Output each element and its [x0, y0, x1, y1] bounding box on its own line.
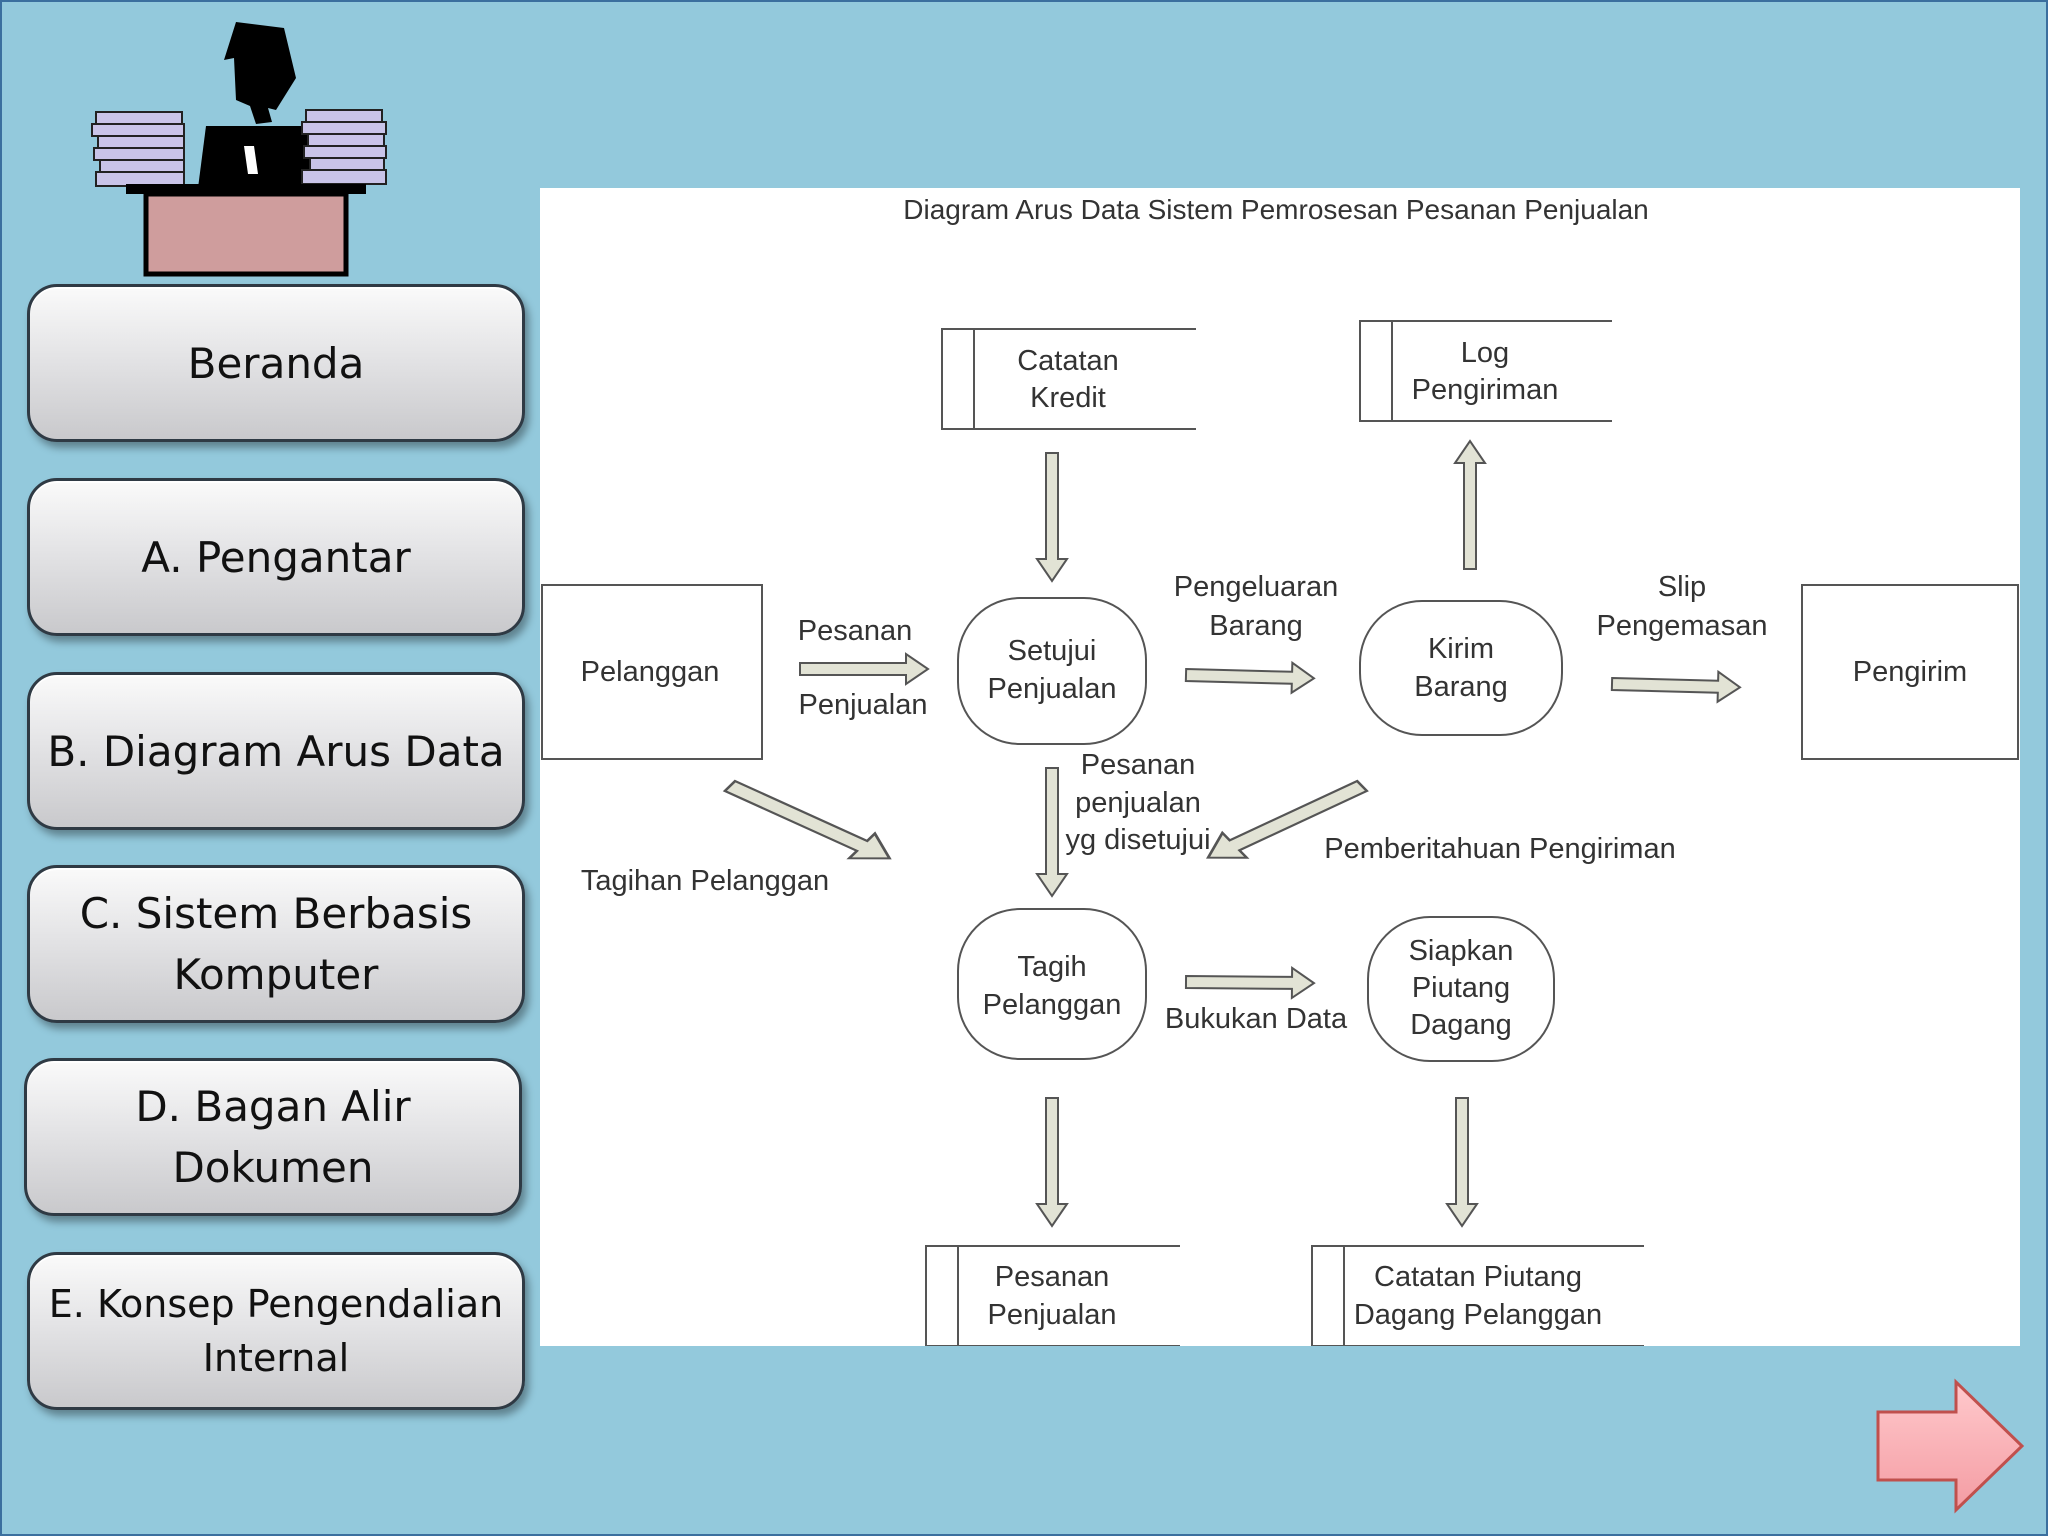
nav-button-pengantar[interactable]: A. Pengantar: [27, 478, 525, 636]
flow-label-pesanan-disetujui-2: penjualan: [1075, 787, 1201, 819]
entity-pengirim: Pengirim: [1801, 584, 2019, 760]
flow-label-pesanan-disetujui-3: yg disetujui: [1065, 824, 1210, 856]
arrow-pelanggan-to-setujui: [799, 653, 929, 685]
svg-text:Barang: Barang: [1414, 671, 1508, 703]
store-log-pengiriman: Log Pengiriman: [1359, 320, 1612, 422]
flow-label-tagihan-pelanggan: Tagihan Pelanggan: [581, 865, 829, 897]
entity-pelanggan: Pelanggan: [541, 584, 763, 760]
svg-text:Penjualan: Penjualan: [988, 673, 1117, 705]
svg-text:Catatan Piutang: Catatan Piutang: [1374, 1261, 1582, 1293]
process-kirim-barang: Kirim Barang: [1359, 600, 1563, 736]
arrow-kirim-to-log: [1454, 440, 1486, 570]
svg-text:Penjualan: Penjualan: [988, 1299, 1117, 1331]
data-flow-diagram: Diagram Arus Data Sistem Pemrosesan Pesa…: [540, 188, 2020, 1346]
nav-button-diagram-arus-data[interactable]: B. Diagram Arus Data: [27, 672, 525, 830]
arrow-tagih-to-siapkan: [1184, 966, 1316, 1000]
office-clerk-clipart: [91, 22, 387, 277]
flow-label-pengeluaran-barang-2: Barang: [1209, 610, 1303, 642]
arrow-catatan-kredit-to-setujui: [1036, 452, 1068, 582]
svg-text:Log: Log: [1461, 337, 1509, 369]
svg-text:Kirim: Kirim: [1428, 633, 1494, 665]
svg-text:Pelanggan: Pelanggan: [983, 989, 1122, 1021]
flow-label-pengeluaran-barang-1: Pengeluaran: [1174, 571, 1338, 603]
flow-label-pesanan-penjualan-1: Pesanan: [798, 615, 913, 647]
arrow-siapkan-to-catatan-piutang: [1446, 1097, 1478, 1227]
arrow-pelanggan-to-tagih: [715, 772, 904, 873]
flow-label-pesanan-disetujui-1: Pesanan: [1081, 749, 1196, 781]
process-siapkan-piutang-dagang: Siapkan Piutang Dagang: [1367, 916, 1555, 1062]
svg-text:Pesanan: Pesanan: [995, 1261, 1110, 1293]
svg-text:Pengiriman: Pengiriman: [1412, 374, 1559, 406]
nav-button-beranda[interactable]: Beranda: [27, 284, 525, 442]
store-pesanan-penjualan: Pesanan Penjualan: [925, 1245, 1180, 1346]
svg-text:Tagih: Tagih: [1017, 951, 1086, 983]
process-setujui-penjualan: Setujui Penjualan: [957, 597, 1147, 745]
svg-text:Dagang Pelanggan: Dagang Pelanggan: [1354, 1299, 1602, 1331]
svg-text:Dagang: Dagang: [1410, 1009, 1512, 1041]
flow-label-slip-pengemasan-2: Pengemasan: [1597, 610, 1768, 642]
svg-text:Piutang: Piutang: [1412, 972, 1510, 1004]
flow-label-pemberitahuan-pengiriman: Pemberitahuan Pengiriman: [1324, 833, 1675, 865]
svg-text:Siapkan: Siapkan: [1409, 935, 1514, 967]
svg-text:Setujui: Setujui: [1008, 635, 1097, 667]
arrow-setujui-to-kirim: [1184, 659, 1316, 695]
flow-label-pesanan-penjualan-2: Penjualan: [799, 689, 928, 721]
next-slide-arrow-icon[interactable]: [1872, 1378, 2028, 1514]
diagram-title: Diagram Arus Data Sistem Pemrosesan Pesa…: [903, 194, 1649, 225]
arrow-kirim-to-pengirim: [1610, 668, 1742, 704]
svg-text:Catatan: Catatan: [1017, 345, 1119, 377]
store-catatan-kredit: Catatan Kredit: [941, 328, 1196, 430]
flow-label-bukukan-data: Bukukan Data: [1165, 1003, 1348, 1035]
svg-text:Kredit: Kredit: [1030, 382, 1106, 414]
svg-text:Pengirim: Pengirim: [1853, 656, 1967, 688]
svg-text:Pelanggan: Pelanggan: [581, 656, 720, 688]
process-tagih-pelanggan: Tagih Pelanggan: [957, 908, 1147, 1060]
arrow-tagih-to-pesanan-penjualan: [1036, 1097, 1068, 1227]
arrow-setujui-to-tagih: [1036, 767, 1068, 897]
flow-label-slip-pengemasan-1: Slip: [1658, 571, 1706, 603]
store-catatan-piutang-dagang-pelanggan: Catatan Piutang Dagang Pelanggan: [1311, 1245, 1644, 1346]
